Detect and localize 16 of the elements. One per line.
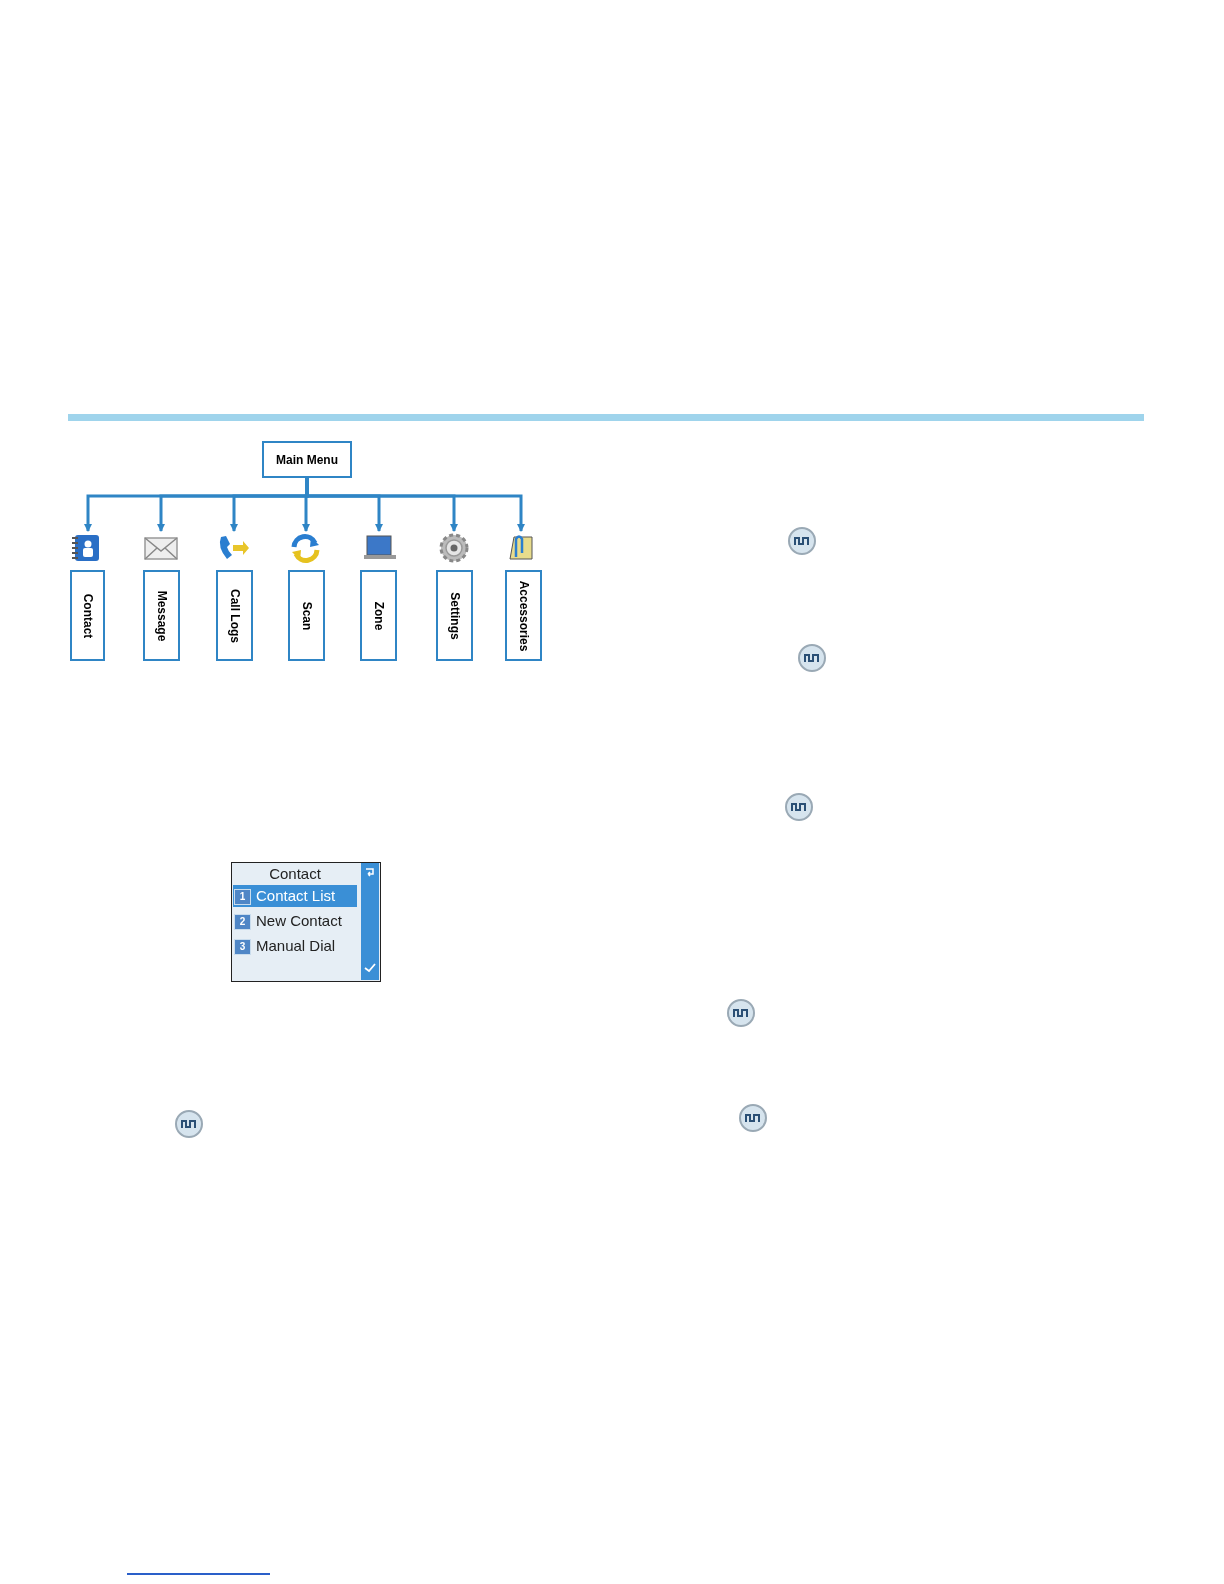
menu-item-box: Settings xyxy=(436,570,473,661)
arrow xyxy=(305,478,525,532)
menu-item-box: Message xyxy=(143,570,180,661)
menu-item-text: New Contact xyxy=(256,912,342,929)
item-number: 1 xyxy=(234,889,251,905)
menu-item-box: Scan xyxy=(288,570,325,661)
menu-box: Main Menu xyxy=(262,441,352,478)
item-number: 2 xyxy=(234,914,251,930)
menu-item-box: Zone xyxy=(360,570,397,661)
item-number: 3 xyxy=(234,939,251,955)
menu-item-box: Contact xyxy=(70,570,105,661)
menu-item-text: Contact List xyxy=(256,887,336,904)
screen-title: Contact xyxy=(268,865,322,882)
menu-item-box: Accessories xyxy=(505,570,542,661)
menu-item-box: Call Logs xyxy=(216,570,253,661)
menu-item-text: Manual Dial xyxy=(256,937,336,954)
